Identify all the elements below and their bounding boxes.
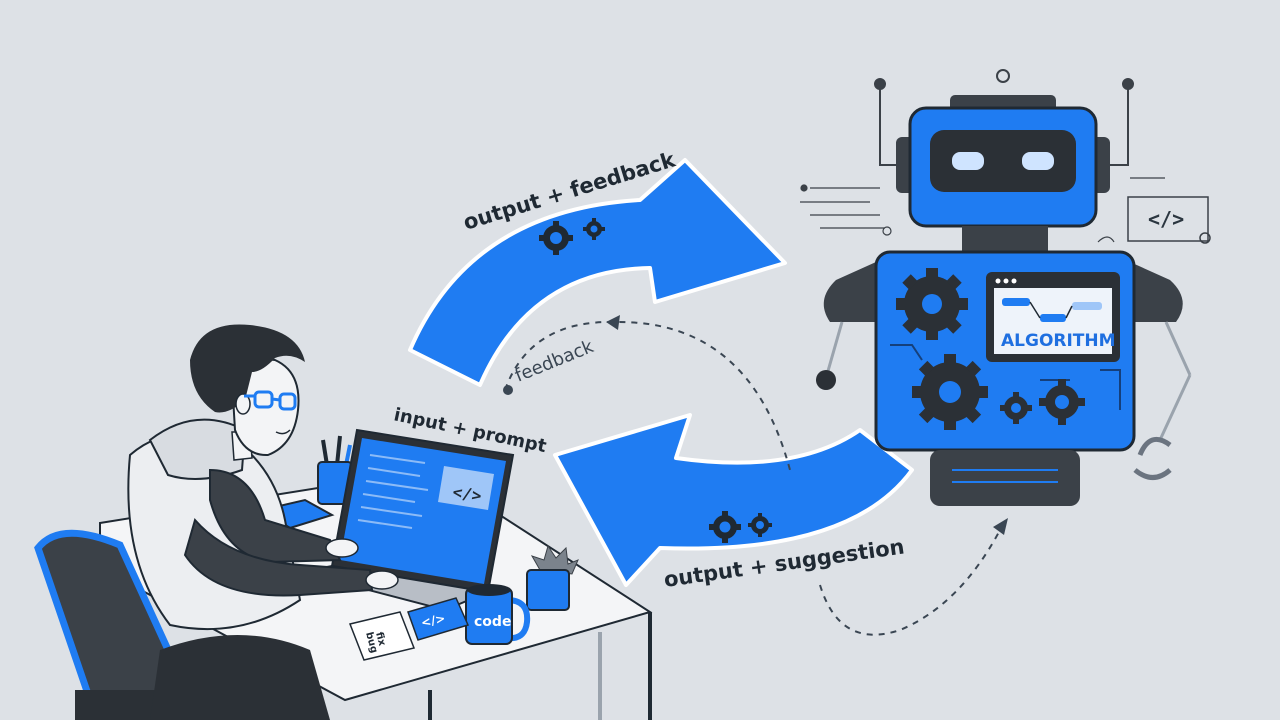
- gear-icon: [912, 354, 988, 430]
- gear-icon: [896, 268, 968, 340]
- sticky-note-fix-bug: fix bug: [348, 611, 416, 661]
- robot-eye-left: [952, 152, 984, 170]
- glasses: [244, 390, 297, 411]
- bottom-arrow: [553, 413, 914, 587]
- robot-screen-label: ALGORITHM: [1001, 331, 1116, 351]
- pencil-cup: [317, 435, 353, 505]
- coffee-mug: code: [465, 584, 531, 645]
- svg-text:</>: </>: [1148, 207, 1184, 231]
- label-feedback: feedback: [512, 336, 597, 387]
- robot: ALGORITHM </>: [800, 69, 1211, 506]
- top-arrow: [408, 158, 787, 387]
- svg-text:</>: </>: [420, 611, 447, 630]
- gear-icon: [539, 221, 573, 255]
- robot-chest-screen: ALGORITHM: [986, 272, 1120, 362]
- feedback-arrowhead: [606, 315, 620, 330]
- robot-visor: [930, 130, 1076, 192]
- person: [127, 324, 399, 720]
- circuit-decoration: [800, 177, 1165, 243]
- robot-antennas: [874, 69, 1134, 166]
- suggestion-dashed-path: [819, 529, 1001, 636]
- gear-icon: [583, 218, 605, 240]
- feedback-path-dot: [503, 385, 513, 395]
- svg-text:bug: bug: [363, 631, 379, 655]
- suggestion-arrowhead: [993, 518, 1008, 535]
- code-tag-panel: </>: [1127, 196, 1211, 244]
- laptop: </>: [299, 428, 515, 612]
- feedback-dashed-path: [504, 320, 791, 471]
- plant-pot: [526, 544, 579, 611]
- robot-base: [930, 450, 1080, 506]
- gear-icon: [1039, 379, 1085, 425]
- robot-claw: [1133, 436, 1172, 480]
- sticky-note-code: </>: [407, 597, 470, 641]
- svg-text:fix: fix: [373, 631, 387, 648]
- robot-eye-right: [1022, 152, 1054, 170]
- gear-icon: [709, 511, 741, 543]
- laptop-code-glyph: </>: [451, 482, 483, 505]
- gear-icon: [1000, 392, 1032, 424]
- gear-icon: [748, 513, 772, 537]
- mug-label: code: [474, 614, 511, 630]
